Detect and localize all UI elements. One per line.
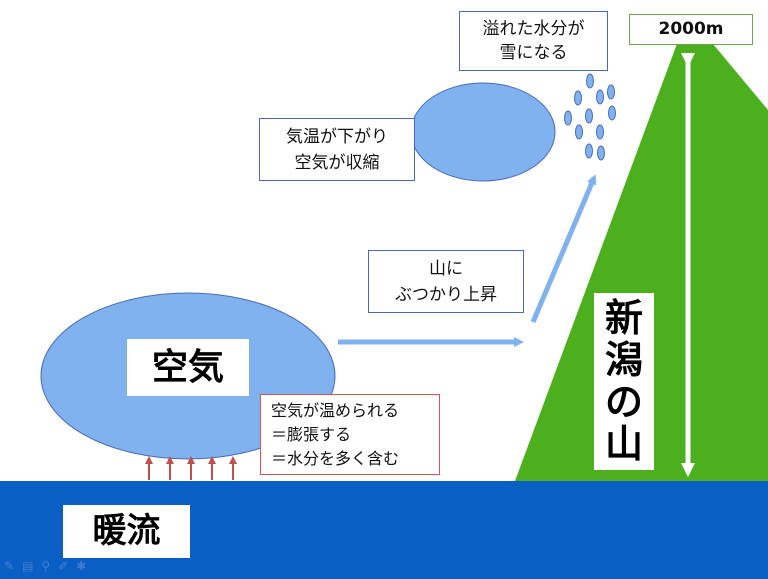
label-warming-line1: 空気が温められる — [271, 401, 400, 420]
label-warming-line2: ＝膨張する — [271, 425, 352, 444]
label-cooling: 気温が下がり 空気が収縮 — [259, 118, 415, 181]
label-cooling-line2: 空気が収縮 — [294, 153, 380, 173]
pen-icon[interactable]: ✎ — [4, 559, 15, 573]
slides-icon[interactable]: ▤ — [22, 559, 34, 573]
heat-arrows — [145, 456, 237, 480]
label-overflow-snow: 溢れた水分が 雪になる — [459, 11, 608, 71]
label-height-text: 2000m — [658, 19, 724, 39]
label-warm-current-text: 暖流 — [92, 511, 161, 551]
snow-drops — [564, 73, 616, 161]
label-air: 空気 — [127, 339, 249, 396]
label-overflow-line2: 雪になる — [499, 43, 568, 63]
label-warming-line3: ＝水分を多く含む — [271, 449, 400, 468]
label-hit-line2: ぶつかり上昇 — [395, 285, 497, 305]
label-air-text: 空気 — [151, 347, 224, 388]
label-warming: 空気が温められる ＝膨張する ＝水分を多く含む — [260, 394, 440, 475]
label-mountain-char2: 潟 — [604, 338, 643, 382]
label-warm-current: 暖流 — [63, 505, 190, 558]
flow-arrow-rising — [530, 174, 597, 323]
label-mountain-char3: の — [604, 380, 643, 424]
label-mountain-char4: 山 — [604, 422, 643, 466]
cooled-air-ellipse — [410, 82, 556, 182]
label-hit-line1: 山に — [429, 259, 463, 279]
search-icon[interactable]: ⚲ — [41, 559, 51, 573]
edit-icon[interactable]: ✐ — [58, 559, 69, 573]
pointer-icon[interactable]: ✱ — [76, 559, 87, 573]
slideshow-toolbar: ✎ ▤ ⚲ ✐ ✱ — [4, 556, 86, 576]
label-overflow-line1: 溢れた水分が — [482, 19, 585, 39]
label-cooling-line1: 気温が下がり — [286, 127, 388, 147]
label-height: 2000m — [629, 14, 753, 45]
label-hit-mountain: 山に ぶつかり上昇 — [368, 250, 524, 313]
label-mountain-char1: 新 — [604, 296, 643, 340]
mountain-shape — [515, 14, 768, 481]
label-mountain-name: 新 潟 の 山 — [594, 293, 654, 470]
